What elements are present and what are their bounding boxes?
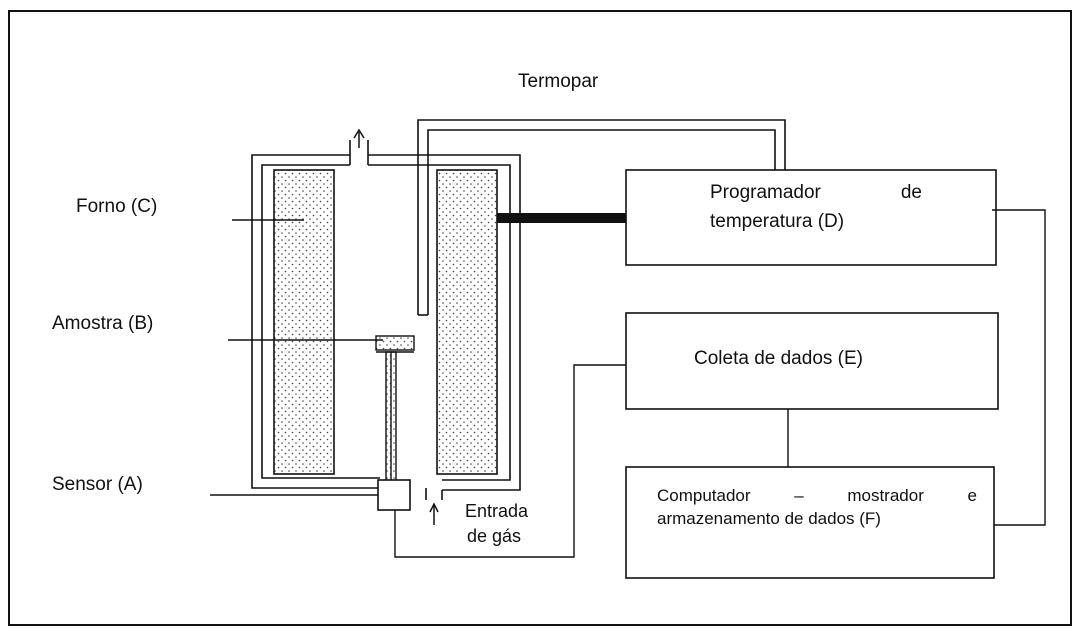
data-collection-box bbox=[625, 312, 999, 410]
programmer-word: Programador bbox=[710, 182, 821, 203]
computer-mostrador: mostrador bbox=[847, 486, 924, 505]
computer-word: Computador bbox=[657, 486, 751, 505]
label-termopar: Termopar bbox=[518, 71, 599, 92]
heating-element-left bbox=[273, 169, 335, 475]
computer-box bbox=[625, 466, 995, 579]
label-entrada-line1: Entrada bbox=[465, 501, 529, 521]
computer-line1: Computador – mostrador e bbox=[657, 486, 977, 506]
programmer-de: de bbox=[900, 182, 922, 203]
heater-connection-bar bbox=[497, 213, 627, 223]
thermocouple bbox=[417, 119, 786, 316]
programmer-box bbox=[625, 169, 997, 266]
computer-e: e bbox=[967, 486, 977, 505]
programmer-line1: Programador de bbox=[710, 182, 922, 204]
computer-dash: – bbox=[794, 486, 804, 505]
sensor-data-wire bbox=[394, 364, 626, 558]
programmer-line2: temperatura (D) bbox=[710, 211, 845, 232]
sample-holder bbox=[375, 335, 415, 483]
gas-inlet-arrow-icon bbox=[429, 502, 439, 525]
label-entrada-line2: de gás bbox=[467, 526, 522, 546]
data-collection-label: Coleta de dados (E) bbox=[694, 348, 863, 369]
sensor-block bbox=[377, 479, 411, 511]
computer-line2: armazenamento de dados (F) bbox=[657, 509, 881, 528]
label-amostra: Amostra (B) bbox=[52, 313, 154, 334]
furnace-housing bbox=[251, 140, 521, 500]
heating-element-right bbox=[436, 169, 498, 475]
leader-lines bbox=[210, 219, 383, 496]
programmer-computer-wire bbox=[992, 209, 1046, 526]
label-sensor: Sensor (A) bbox=[52, 474, 143, 495]
vent-arrow-icon bbox=[353, 128, 365, 148]
label-forno: Forno (C) bbox=[76, 196, 158, 217]
